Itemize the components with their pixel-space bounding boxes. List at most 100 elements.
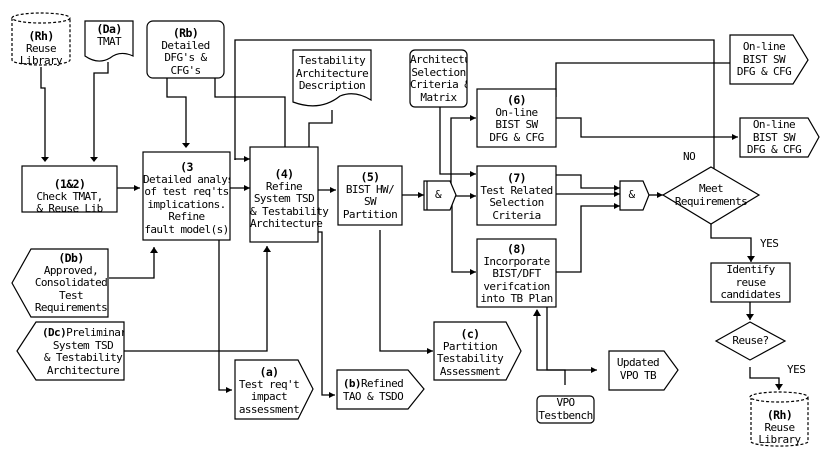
out2-text: On-line BIST SW DFG & CFG <box>746 118 802 156</box>
tad-document <box>292 49 372 107</box>
rh-top-id: (Rh) <box>28 29 54 43</box>
rb-text: Detailed DFG's & CFG's <box>161 38 210 77</box>
out1-label: On-line BIST SW DFG & CFG <box>730 40 798 79</box>
out-b-text: Refined TAO & TSDO <box>342 377 404 403</box>
da-text: TMAT <box>96 34 122 48</box>
yes-label-meet: YES <box>760 237 779 250</box>
ascm-box <box>409 49 468 108</box>
meet-diamond <box>661 166 761 225</box>
n6-label: (6)On-line BIST SW DFG & CFG <box>477 94 556 144</box>
out-c-text: Partition Testability Assessment <box>436 339 504 378</box>
n6-box <box>476 88 557 148</box>
db-text: Approved, Consolidated Test Requirements <box>34 263 108 314</box>
rh-bottom-id: (Rh) <box>766 408 793 422</box>
rh-bottom-label: (Rh)Reuse Library <box>751 409 808 447</box>
dc-input <box>16 321 125 381</box>
n12-box <box>21 165 118 213</box>
out-a-text: Test req't impact assessment <box>238 377 300 416</box>
n8-label: (8)Incorporate BIST/DFT verifcation into… <box>477 243 556 306</box>
out2-offpage <box>739 117 820 158</box>
n3-text: Detailed analysi of test req'ts implicat… <box>143 172 230 236</box>
ascm-label: Architectur Selection Criteria & Matrix <box>410 54 467 104</box>
out-b-label: (b)Refined TAO & TSDO <box>337 377 409 403</box>
out-a-label: (a)Test req't impact assessment <box>235 366 303 416</box>
dc-id: (Dc) <box>42 327 67 339</box>
n12-label: (1&2)Check TMAT, & Reuse Lib <box>22 178 117 216</box>
n4-box <box>249 146 319 243</box>
out1-offpage <box>729 34 809 85</box>
out2-label: On-line BIST SW DFG & CFG <box>740 118 808 157</box>
arrow-heads <box>41 60 783 398</box>
rh-top-label: (Rh)Reuse Library <box>12 30 70 68</box>
rh-top-text: Reuse Library <box>19 41 63 67</box>
n5-label: (5)BIST HW/ SW Partition <box>338 171 402 221</box>
out-c-id: (c) <box>460 327 481 341</box>
da-label: (Da)TMAT <box>85 23 133 48</box>
yes-label-reuse: YES <box>787 363 806 376</box>
n6-id: (6) <box>507 93 527 107</box>
and1-label: & <box>427 188 449 202</box>
updated-offpage <box>608 350 679 391</box>
tad-label: Testability Architecture Description <box>293 54 371 93</box>
n8-text: Incorporate BIST/DFT verifcation into TB… <box>480 254 553 305</box>
da-document <box>84 20 134 62</box>
n7-box <box>476 165 557 226</box>
n4-label: (4)Refine System TSD & Testability Archi… <box>250 167 329 231</box>
out-c-label: (c)Partition Testability Assessment <box>434 328 506 378</box>
and1-gate <box>423 180 457 211</box>
dc-label: (Dc)Preliminar System TSD & Testability … <box>42 327 124 377</box>
and2-text: & <box>628 188 635 201</box>
n12-id: (1&2) <box>53 177 86 191</box>
n5-box <box>337 165 403 226</box>
rb-id: (Rb) <box>172 26 199 40</box>
n12-text: Check TMAT, & Reuse Lib <box>36 189 103 215</box>
reuse-q-label: Reuse? <box>716 334 785 348</box>
tad-text: Testability Architecture Description <box>295 54 369 92</box>
vpo-label: VPO Testbench <box>537 396 594 422</box>
identify-box <box>710 262 791 303</box>
vpo-text: VPO Testbench <box>538 396 593 422</box>
da-id: (Da) <box>96 22 122 36</box>
and2-label: & <box>620 188 643 202</box>
n7-text: Test Related Selection Criteria <box>480 183 553 222</box>
and2-gate <box>619 180 650 211</box>
rh-top-cylinder <box>11 12 71 66</box>
n8-box <box>476 238 557 308</box>
n5-text: BIST HW/ SW Partition <box>342 182 398 221</box>
db-label: (Db)Approved, Consolidated Test Requirem… <box>34 252 108 315</box>
ascm-text: Architectur Selection Criteria & Matrix <box>410 54 467 104</box>
rh-bottom-text: Reuse Library <box>758 420 801 446</box>
n7-id: (7) <box>507 171 527 185</box>
out-c-offpage <box>433 321 522 381</box>
updated-label: Updated VPO TB <box>609 356 667 382</box>
updated-text: Updated VPO TB <box>616 356 660 382</box>
n4-text: Refine System TSD & Testability Architec… <box>250 179 329 230</box>
n8-id: (8) <box>507 242 527 256</box>
db-input <box>11 248 109 318</box>
n4-id: (4) <box>274 167 295 181</box>
identify-label: Identify reuse candidates <box>711 263 790 302</box>
reuse-q-text: Reuse? <box>732 334 769 347</box>
out-a-id: (a) <box>259 365 280 379</box>
and1-text: & <box>434 188 442 201</box>
n7-label: (7)Test Related Selection Criteria <box>477 172 556 222</box>
no-label: NO <box>683 150 696 163</box>
rh-bottom-cylinder <box>749 391 809 447</box>
out-b-offpage <box>336 369 425 410</box>
meet-label: Meet Requirements <box>670 182 752 208</box>
n5-id: (5) <box>360 170 381 184</box>
dc-text: Preliminar System TSD & Testability Arch… <box>43 327 124 377</box>
reuse-diamond <box>714 321 787 361</box>
identify-text: Identify reuse candidates <box>720 263 781 301</box>
db-id: (Db) <box>58 251 84 265</box>
n3-id: (3 <box>180 161 193 174</box>
out-a-offpage <box>234 359 314 420</box>
out1-text: On-line BIST SW DFG & CFG <box>736 40 792 78</box>
n6-text: On-line BIST SW DFG & CFG <box>489 105 544 144</box>
meet-text: Meet Requirements <box>674 182 748 208</box>
out-b-id: (b) <box>342 377 362 390</box>
n3-box <box>142 151 231 241</box>
vpo-box <box>536 395 595 424</box>
